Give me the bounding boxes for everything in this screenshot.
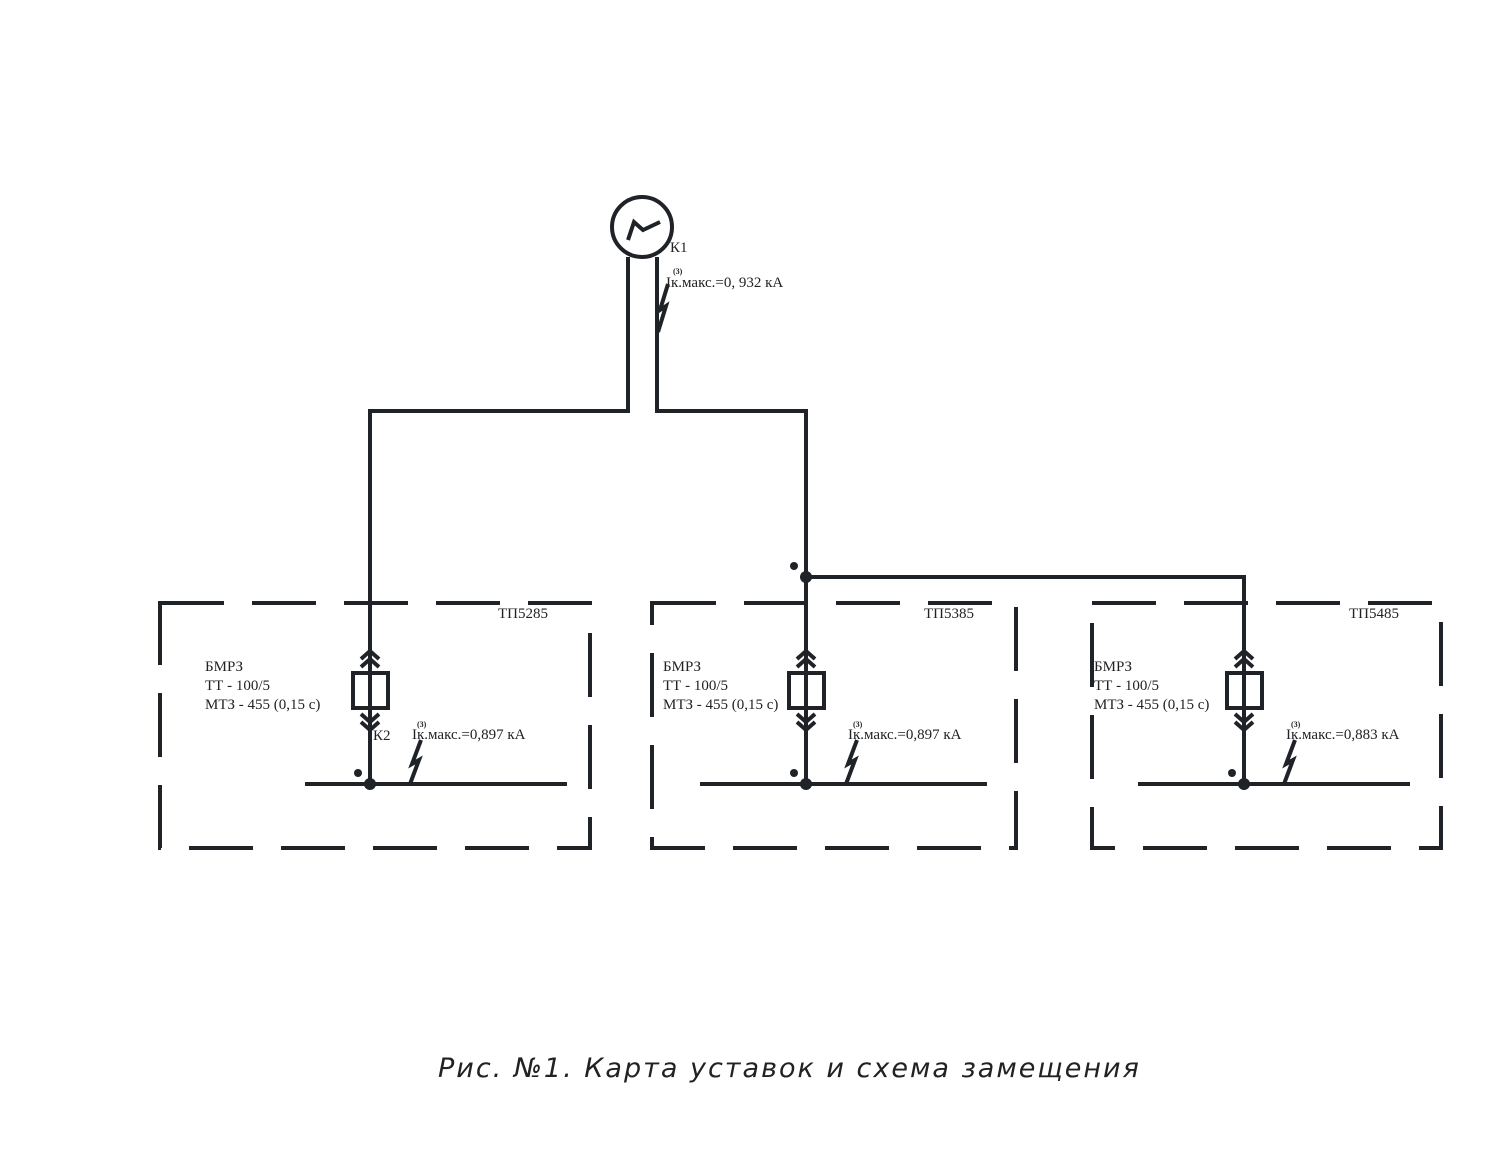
protection-setting: МТЗ - 455 (0,15 с) [663, 697, 778, 713]
point-marker [790, 769, 798, 777]
feeder-lines [368, 257, 1246, 784]
k1-label: К1 [670, 240, 688, 256]
current-transformer: ТТ - 100/5 [205, 678, 270, 694]
breaker-icon[interactable] [1225, 671, 1264, 710]
k1-fault-current: Iк.макс.=0, 932 кА [666, 275, 783, 291]
k2-label: К2 [373, 728, 391, 744]
substation-boundary [1090, 601, 1443, 850]
bus-node [364, 778, 376, 790]
point-marker [354, 769, 362, 777]
disconnect-chevrons-icon [795, 648, 817, 733]
substation-boundary [650, 601, 1018, 850]
fault-current: Iк.макс.=0,883 кА [1286, 727, 1400, 743]
fault-superscript: (3) [853, 720, 863, 729]
relay-device: БМРЗ [1094, 659, 1132, 675]
protection-setting: МТЗ - 455 (0,15 с) [1094, 697, 1209, 713]
fault-superscript: (3) [1291, 720, 1301, 729]
substation-name: ТП5285 [498, 606, 548, 622]
point-marker [1228, 769, 1236, 777]
relay-device: БМРЗ [663, 659, 701, 675]
fault-lightning-icon [844, 739, 859, 785]
current-transformer: ТТ - 100/5 [1094, 678, 1159, 694]
ac-wave-icon [626, 218, 661, 241]
breaker-icon[interactable] [351, 671, 390, 710]
fault-superscript: (3) [417, 720, 427, 729]
fault-superscript: (3) [673, 267, 683, 276]
figure-caption: Рис. №1. Карта уставок и схема замещения [438, 1053, 1141, 1084]
disconnect-chevrons-icon [359, 648, 381, 733]
fault-current: Iк.макс.=0,897 кА [412, 727, 526, 743]
bus-node [800, 778, 812, 790]
substation-name: ТП5385 [924, 606, 974, 622]
fault-lightning-icon [656, 283, 670, 333]
fault-lightning-icon [1282, 739, 1297, 785]
breaker-icon[interactable] [787, 671, 826, 710]
fault-lightning-icon [408, 739, 423, 785]
fault-current: Iк.макс.=0,897 кА [848, 727, 962, 743]
substation-boundary [158, 601, 592, 850]
generator-source [610, 195, 674, 259]
current-transformer: ТТ - 100/5 [663, 678, 728, 694]
bus-node [1238, 778, 1250, 790]
relay-device: БМРЗ [205, 659, 243, 675]
protection-setting: МТЗ - 455 (0,15 с) [205, 697, 320, 713]
substation-name: ТП5485 [1349, 606, 1399, 622]
disconnect-chevrons-icon [1233, 648, 1255, 733]
